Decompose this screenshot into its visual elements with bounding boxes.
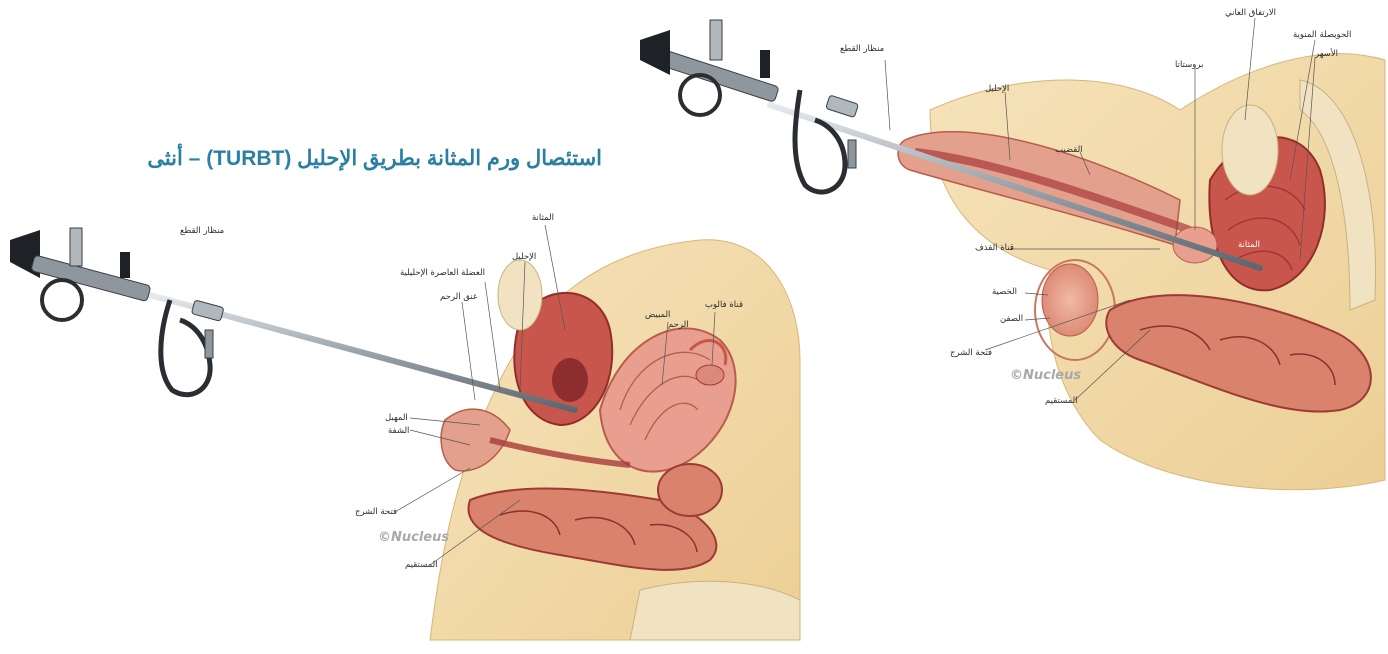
female-label-fallopian-tube: قناة فالوب xyxy=(705,300,743,310)
male-watermark: ©Nucleus xyxy=(1010,368,1081,383)
male-label-pubic-symphysis: الارتفاق العاني xyxy=(1225,8,1276,18)
female-resectoscope-handle xyxy=(10,228,224,395)
male-label-scrotum: الصفن xyxy=(1000,314,1023,324)
male-label-prostate: بروستاتا xyxy=(1175,60,1203,70)
male-resectoscope-handle xyxy=(640,20,859,192)
female-pubic-bone xyxy=(498,260,542,330)
male-label-resectoscope: منظار القطع xyxy=(840,44,884,54)
female-label-ovary: المبيض xyxy=(645,310,670,320)
female-label-labia: الشفة xyxy=(388,426,409,436)
male-pubic-symphysis xyxy=(1222,105,1278,195)
male-label-vas-deferens: قناة القذف xyxy=(975,243,1014,253)
female-label-sphincter: العضلة العاصرة الإحليلية xyxy=(400,268,485,278)
male-testis xyxy=(1042,264,1098,336)
female-label-uterus: الرحم xyxy=(668,320,689,330)
female-label-bladder: المثانة xyxy=(532,213,554,223)
female-bowel-loop xyxy=(658,464,722,516)
female-label-urethra: الإحليل xyxy=(512,252,536,262)
male-label-bladder: المثانة xyxy=(1238,240,1260,250)
female-watermark: ©Nucleus xyxy=(378,530,449,545)
page-title: استئصال ورم المثانة بطريق الإحليل (TURBT… xyxy=(10,146,602,171)
female-label-rectum: المستقيم xyxy=(405,560,438,570)
female-bladder-tumor xyxy=(552,358,588,402)
male-label-rectum: المستقيم xyxy=(1045,396,1078,406)
female-ovary xyxy=(696,365,724,385)
male-label-urethra: الإحليل xyxy=(985,84,1009,94)
female-sacrum xyxy=(630,581,800,640)
female-label-vagina: المهبل xyxy=(385,413,408,423)
male-label-ureter: الأسهر xyxy=(1315,49,1338,59)
male-label-testis: الخصية xyxy=(992,287,1017,297)
female-label-cervix: عنق الرحم xyxy=(440,292,478,302)
female-label-anus: فتحة الشرج xyxy=(355,507,397,517)
male-label-penis: القضيب xyxy=(1055,145,1083,155)
male-label-anus: فتحة الشرج xyxy=(950,348,992,358)
female-label-resectoscope: منظار القطع xyxy=(180,226,224,236)
male-label-seminal-vesicle: الحويصلة المنوية xyxy=(1293,30,1351,40)
